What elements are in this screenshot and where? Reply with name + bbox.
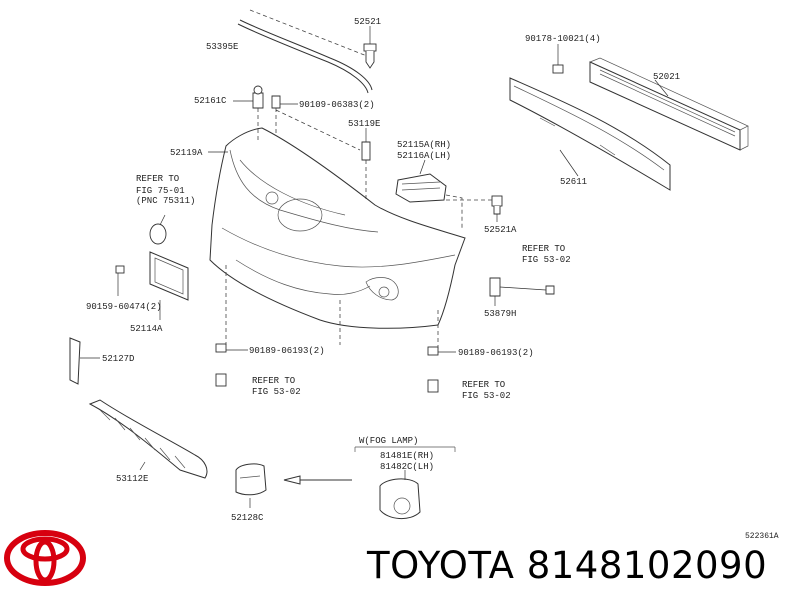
label-refer-75-2: FIG 75-01 [136, 186, 185, 196]
label-90159: 90159-60474(2) [86, 302, 162, 312]
label-52127D: 52127D [102, 354, 134, 364]
label-52128C: 52128C [231, 513, 264, 523]
label-53112E: 53112E [116, 474, 148, 484]
side-seal-52127D [69, 337, 100, 385]
label-52114A: 52114A [130, 324, 163, 334]
bracket-53879H [489, 277, 555, 306]
label-refer-d2: FIG 53-02 [462, 391, 511, 401]
emblem-part [149, 214, 167, 245]
label-52521A: 52521A [484, 225, 517, 235]
label-refer-b2: FIG 53-02 [522, 255, 571, 265]
label-90109: 90109-06383(2) [299, 100, 375, 110]
energy-absorber-part [509, 77, 671, 191]
brand-part-number: TOYOTA 8148102090 [367, 544, 768, 587]
screws-lower [215, 343, 456, 393]
label-52021: 52021 [653, 72, 680, 82]
label-52611: 52611 [560, 177, 587, 187]
fog-lamp-part [354, 446, 456, 519]
label-52119A: 52119A [170, 148, 203, 158]
label-52116A: 52116A(LH) [397, 151, 451, 161]
label-refer-c2: FIG 53-02 [252, 387, 301, 397]
fog-cover-52128C [235, 463, 352, 508]
label-diagram-code: 522361A [745, 532, 779, 541]
license-bracket-part [115, 251, 189, 320]
reinforcement-part [552, 44, 749, 151]
label-53879H: 53879H [484, 309, 516, 319]
label-refer-75-1: REFER TO [136, 174, 179, 184]
bumper-cover-part [208, 127, 466, 350]
label-refer-b1: REFER TO [522, 244, 565, 254]
label-52115A: 52115A(RH) [397, 140, 451, 150]
label-81481E: 81481E(RH) [380, 451, 434, 461]
label-90189-right: 90189-06193(2) [458, 348, 534, 358]
label-90189-left: 90189-06193(2) [249, 346, 325, 356]
side-bracket-52115A [395, 159, 463, 230]
label-52161C: 52161C [194, 96, 227, 106]
label-refer-c1: REFER TO [252, 376, 295, 386]
toyota-logo-icon [4, 530, 86, 586]
bracket-52161C [233, 85, 361, 151]
label-81482C: 81482C(LH) [380, 462, 434, 472]
label-53119E: 53119E [348, 119, 380, 129]
label-fog-lamp: W(FOG LAMP) [359, 436, 418, 446]
clip-52521A [446, 195, 503, 222]
label-90178: 90178-10021(4) [525, 34, 601, 44]
clip-53119E [361, 128, 371, 200]
label-52521: 52521 [354, 17, 381, 27]
label-refer-75-3: (PNC 75311) [136, 196, 195, 206]
label-refer-d1: REFER TO [462, 380, 505, 390]
clip-52521 [363, 26, 377, 69]
lower-grille-part [88, 399, 208, 479]
label-53395E: 53395E [206, 42, 238, 52]
seal-strip-part [237, 9, 373, 94]
